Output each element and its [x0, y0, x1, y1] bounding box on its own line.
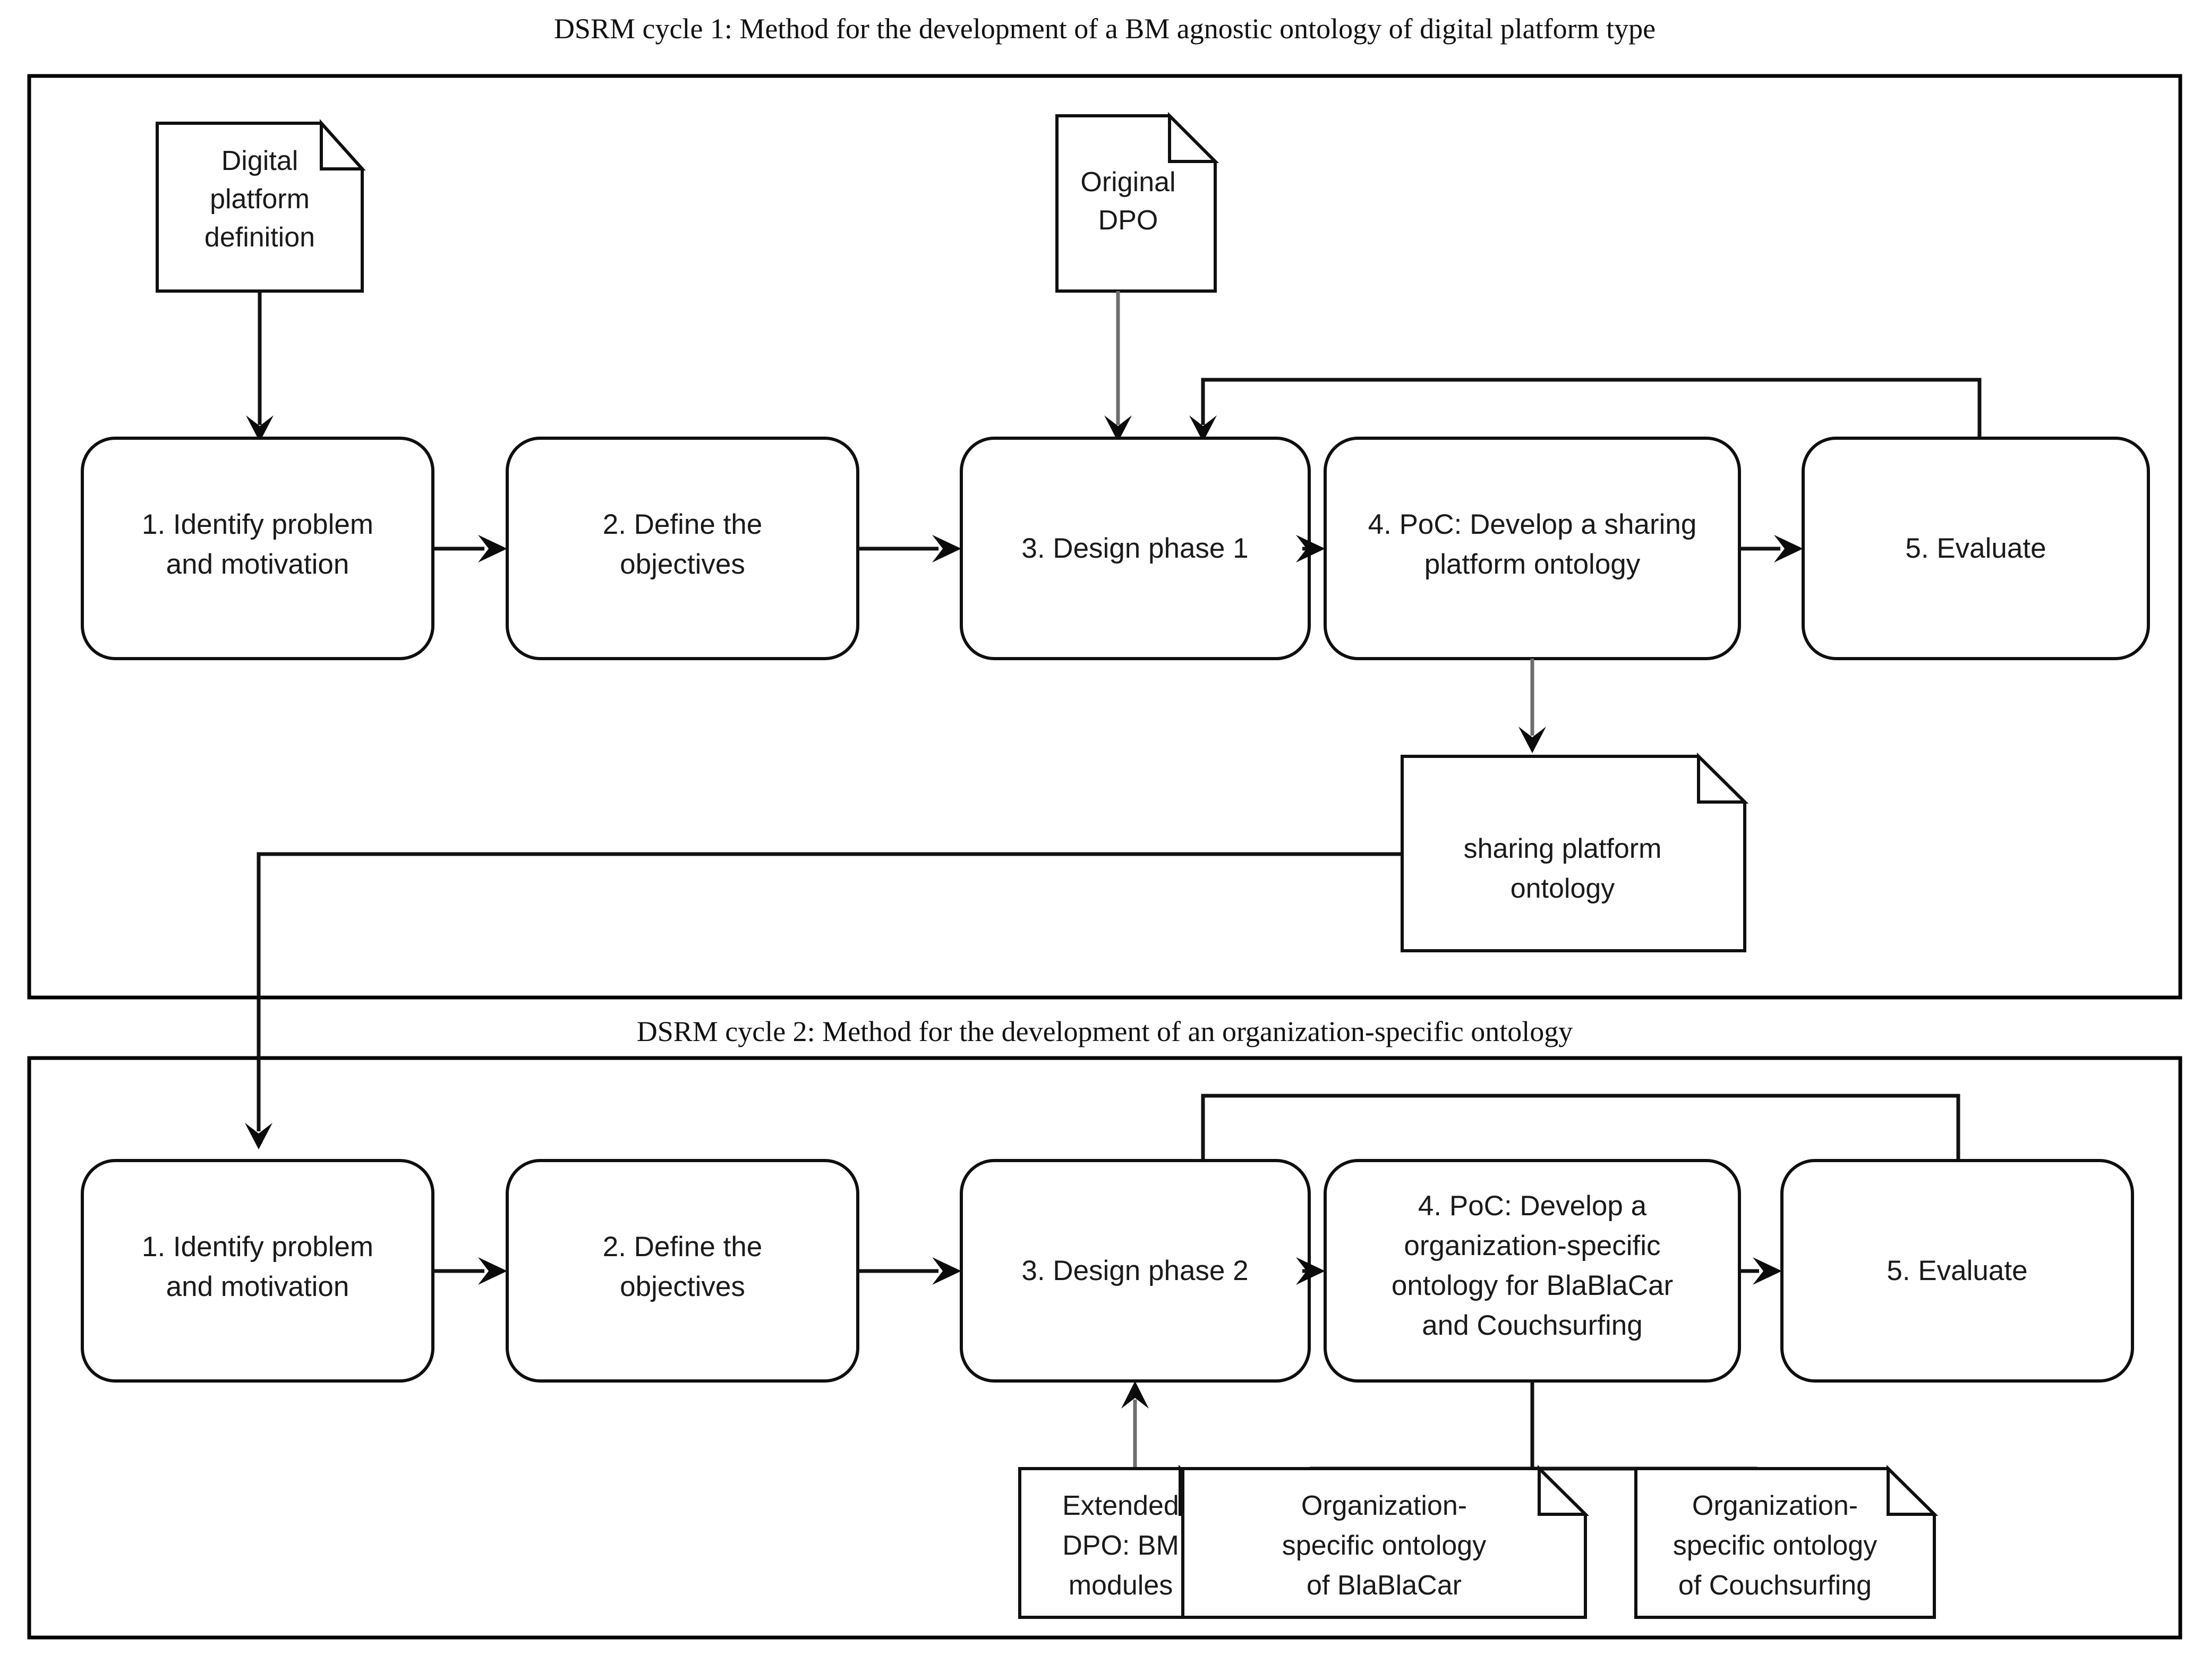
connector-sharing-ontology-to-cycle2-step1	[245, 852, 1402, 1149]
connector-step3-to-step4-cycle2	[1296, 1257, 1325, 1285]
doc-extended-dpo-line-2: modules	[1069, 1570, 1173, 1601]
connector-step4-to-step5-cycle1	[1739, 535, 1803, 562]
connector-step1-to-step2-cycle2	[433, 1257, 507, 1285]
process-step-3-cycle1-line-0: 3. Design phase 1	[1021, 533, 1248, 564]
process-step-2-cycle1-line-1: objectives	[620, 549, 745, 580]
doc-digital-platform-definition-line-1: platform	[210, 184, 310, 215]
doc-org-ontology-couchsurfing-line-1: specific ontology	[1673, 1530, 1877, 1561]
process-step-2-cycle2-line-0: 2. Define the	[603, 1231, 763, 1263]
connector-step4-to-sharing-ontology	[1518, 659, 1546, 753]
cycle2-frame	[27, 1056, 2182, 1640]
process-step-3-cycle2[interactable]: 3. Design phase 2	[960, 1159, 1311, 1383]
connector-step2-to-step3-cycle1	[858, 535, 961, 562]
connector-extendeddpo-to-step3-cycle2	[1121, 1381, 1149, 1469]
doc-extended-dpo: Extended DPO: BM modules	[1018, 1464, 1230, 1619]
cycle1-title: DSRM cycle 1: Method for the development…	[554, 13, 1656, 45]
process-step-1-cycle1[interactable]: 1. Identify problem and motivation	[81, 437, 434, 660]
process-step-1-cycle1-line-0: 1. Identify problem	[142, 509, 373, 540]
connector-step2-to-step3-cycle2	[858, 1257, 961, 1285]
connector-step5-to-step3-feedback-cycle1	[1189, 378, 1982, 442]
process-step-3-cycle1[interactable]: 3. Design phase 1	[960, 437, 1311, 660]
process-step-4-cycle2[interactable]: 4. PoC: Develop a organization-specific …	[1324, 1159, 1741, 1383]
connector-originaldpo-to-step3	[1104, 291, 1132, 442]
connector-step3-to-step4-cycle1	[1296, 535, 1325, 562]
process-step-3-cycle2-line-0: 3. Design phase 2	[1021, 1255, 1248, 1286]
doc-original-dpo-line-1: DPO	[1098, 205, 1158, 236]
process-step-2-cycle2-line-1: objectives	[620, 1271, 745, 1302]
doc-org-ontology-blablacar-line-2: of BlaBlaCar	[1307, 1570, 1462, 1601]
process-step-1-cycle2[interactable]: 1. Identify problem and motivation	[81, 1159, 434, 1383]
doc-sharing-platform-ontology-line-1: ontology	[1511, 873, 1615, 904]
process-step-5-cycle2-line-0: 5. Evaluate	[1887, 1255, 2027, 1286]
connector-step4-to-step5-cycle2	[1739, 1257, 1782, 1285]
doc-org-ontology-blablacar-line-0: Organization-	[1301, 1490, 1467, 1521]
process-step-5-cycle2[interactable]: 5. Evaluate	[1780, 1159, 2134, 1383]
doc-org-ontology-blablacar: Organization- specific ontology of BlaBl…	[1181, 1464, 1590, 1619]
process-step-1-cycle2-line-0: 1. Identify problem	[142, 1231, 373, 1263]
process-step-1-cycle2-line-1: and motivation	[166, 1271, 349, 1302]
process-step-2-cycle1-line-0: 2. Define the	[603, 509, 763, 540]
process-step-4-cycle2-line-1: organization-specific	[1404, 1230, 1660, 1261]
doc-digital-platform-definition-line-0: Digital	[221, 146, 298, 176]
doc-digital-platform-definition: Digital platform definition	[156, 119, 366, 293]
process-step-4-cycle2-line-3: and Couchsurfing	[1422, 1310, 1642, 1341]
doc-sharing-platform-ontology: sharing platform ontology	[1401, 752, 1749, 952]
process-step-4-cycle2-line-0: 4. PoC: Develop a	[1418, 1190, 1647, 1222]
process-step-4-cycle2-line-2: ontology for BlaBlaCar	[1392, 1270, 1673, 1301]
doc-org-ontology-couchsurfing-line-2: of Couchsurfing	[1678, 1570, 1872, 1601]
connector-step1-to-step2-cycle1	[433, 535, 507, 562]
process-step-1-cycle1-line-1: and motivation	[166, 549, 349, 580]
doc-org-ontology-couchsurfing: Organization- specific ontology of Couch…	[1634, 1464, 1939, 1619]
process-step-2-cycle1[interactable]: 2. Define the objectives	[506, 437, 859, 660]
process-step-4-cycle1-line-1: platform ontology	[1424, 549, 1641, 580]
process-step-4-cycle1[interactable]: 4. PoC: Develop a sharing platform ontol…	[1324, 437, 1741, 660]
cycle2-title: DSRM cycle 2: Method for the development…	[637, 1016, 1573, 1047]
process-step-4-cycle1-line-0: 4. PoC: Develop a sharing	[1368, 509, 1697, 540]
doc-extended-dpo-line-0: Extended	[1062, 1490, 1179, 1521]
process-step-5-cycle1-line-0: 5. Evaluate	[1905, 533, 2046, 564]
process-step-5-cycle1[interactable]: 5. Evaluate	[1802, 437, 2150, 660]
process-step-2-cycle2[interactable]: 2. Define the objectives	[506, 1159, 859, 1383]
doc-extended-dpo-line-1: DPO: BM	[1062, 1530, 1179, 1561]
cycle1-frame	[27, 74, 2182, 1000]
doc-org-ontology-couchsurfing-line-0: Organization-	[1692, 1490, 1858, 1521]
doc-digital-platform-definition-line-2: definition	[204, 222, 315, 253]
doc-sharing-platform-ontology-line-0: sharing platform	[1464, 833, 1662, 864]
doc-original-dpo-line-0: Original	[1080, 167, 1175, 198]
doc-org-ontology-blablacar-line-1: specific ontology	[1282, 1530, 1486, 1561]
doc-original-dpo: Original DPO	[1055, 112, 1219, 293]
connector-definition-to-step1	[246, 291, 274, 442]
